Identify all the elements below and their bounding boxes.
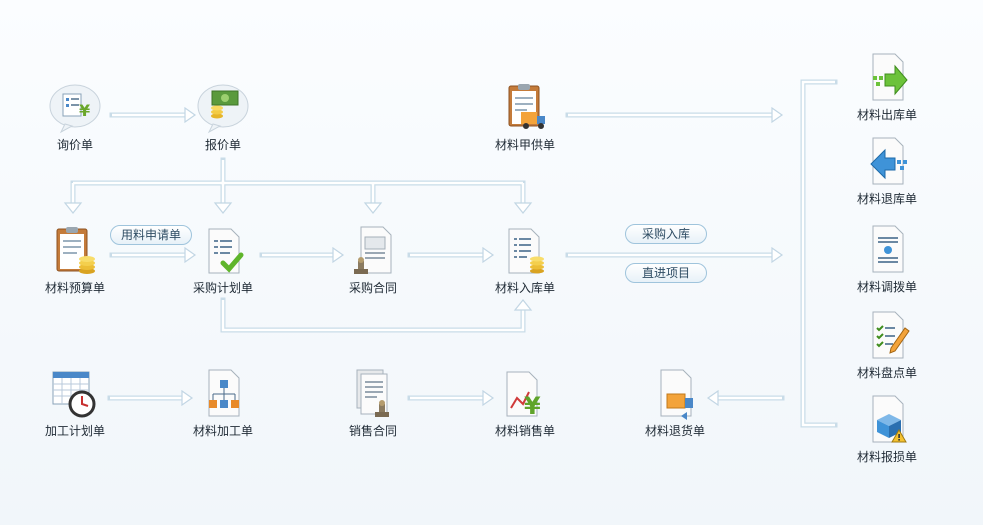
- node-quote[interactable]: 报价单: [168, 82, 278, 153]
- node-label: 材料报损单: [856, 450, 917, 464]
- purchase-inbound-pill[interactable]: 采购入库: [625, 224, 707, 244]
- node-party-a-supply[interactable]: 材料甲供单: [470, 82, 580, 153]
- node-material-sales[interactable]: ¥ 材料销售单: [470, 368, 580, 439]
- box-warning-icon: [872, 395, 907, 443]
- document-box-return-icon: [660, 369, 693, 420]
- money-bubble-icon: [197, 84, 249, 134]
- svg-text:¥: ¥: [79, 101, 90, 120]
- node-material-budget[interactable]: 材料预算单: [20, 225, 130, 296]
- node-label: 材料甲供单: [494, 138, 555, 152]
- list-coins-icon: [508, 228, 544, 274]
- node-label: 材料退货单: [644, 424, 705, 438]
- calendar-clock-icon: [52, 371, 96, 418]
- node-label: 询价单: [56, 138, 93, 152]
- node-material-inbound[interactable]: 材料入库单: [470, 225, 580, 296]
- contract-stamp-icon: [354, 226, 392, 274]
- node-material-transfer[interactable]: 材料调拨单: [832, 224, 942, 295]
- node-label: 销售合同: [348, 424, 397, 438]
- node-label: 材料入库单: [494, 281, 555, 295]
- direct-item-pill[interactable]: 直进项目: [625, 263, 707, 283]
- clipboard-truck-icon: [508, 84, 545, 129]
- node-inquiry[interactable]: ¥ 询价单: [20, 82, 130, 153]
- document-transfer-icon: [872, 225, 904, 273]
- clipboard-coins-icon: [56, 227, 95, 274]
- node-material-outbound[interactable]: 材料出库单: [832, 52, 942, 123]
- node-material-loss[interactable]: 材料报损单: [832, 394, 942, 465]
- node-material-inventory[interactable]: 材料盘点单: [832, 310, 942, 381]
- node-label: 采购合同: [348, 281, 397, 295]
- node-label: 材料退库单: [856, 192, 917, 206]
- node-label: 材料调拨单: [856, 280, 917, 294]
- node-sales-contract[interactable]: 销售合同: [318, 368, 428, 439]
- node-label: 加工计划单: [44, 424, 105, 438]
- chart-yen-icon: ¥: [506, 371, 541, 420]
- node-purchase-plan[interactable]: 采购计划单: [168, 225, 278, 296]
- material-request-pill[interactable]: 用料申请单: [110, 225, 193, 245]
- node-label: 材料出库单: [856, 108, 917, 122]
- node-label: 采购计划单: [192, 281, 253, 295]
- node-purchase-contract[interactable]: 采购合同: [318, 225, 428, 296]
- node-label: 材料盘点单: [856, 366, 917, 380]
- node-processing-plan[interactable]: 加工计划单: [20, 368, 130, 439]
- node-material-processing[interactable]: 材料加工单: [168, 368, 278, 439]
- node-material-return[interactable]: 材料退货单: [620, 368, 730, 439]
- document-arrow-in-icon: [870, 137, 907, 185]
- document-hierarchy-icon: [208, 369, 240, 417]
- node-label: 材料加工单: [192, 424, 253, 438]
- document-arrow-out-icon: [872, 53, 908, 101]
- document-check-icon: [208, 228, 244, 274]
- svg-text:¥: ¥: [524, 392, 541, 420]
- node-label: 报价单: [204, 138, 241, 152]
- inquiry-bubble-icon: ¥: [49, 84, 101, 134]
- node-material-return-stock[interactable]: 材料退库单: [832, 136, 942, 207]
- stacked-contract-stamp-icon: [356, 369, 389, 417]
- document-checklist-pencil-icon: [872, 311, 910, 359]
- node-label: 材料销售单: [494, 424, 555, 438]
- node-label: 材料预算单: [44, 281, 105, 295]
